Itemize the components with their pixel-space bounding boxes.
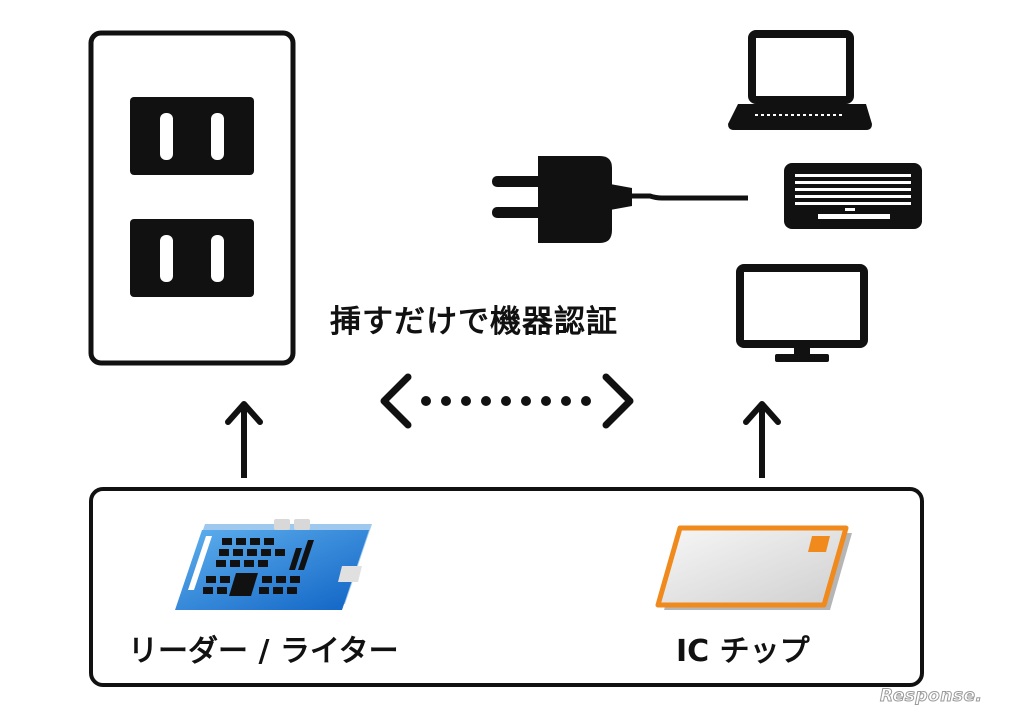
laptop-icon [728, 30, 872, 130]
air-conditioner-icon [784, 163, 922, 229]
main-caption: 挿すだけで機器認証 [330, 304, 618, 340]
reader-writer-icon [175, 519, 372, 610]
reader-writer-label: リーダー / ライター [128, 634, 399, 669]
arrow-up-left-icon [225, 401, 263, 478]
arrow-up-right-icon [743, 401, 781, 478]
monitor-icon [736, 264, 868, 362]
response-watermark: Response. [879, 686, 983, 707]
bidirectional-dotted-arrow [380, 373, 634, 429]
ic-card-icon [655, 525, 852, 610]
wall-outlet-icon [88, 30, 296, 366]
ic-chip-label: IC チップ [676, 634, 810, 669]
power-plug-icon [492, 156, 748, 243]
